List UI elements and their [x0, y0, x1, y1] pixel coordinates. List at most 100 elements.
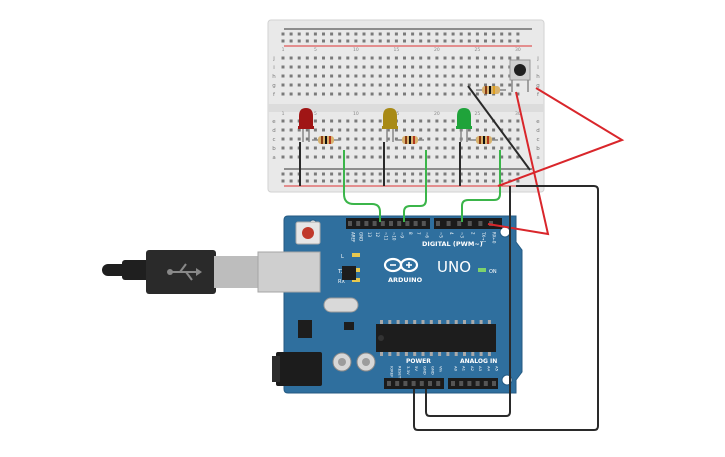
- breadboard-hole[interactable]: [313, 119, 317, 123]
- breadboard-hole[interactable]: [354, 179, 358, 183]
- breadboard-hole[interactable]: [508, 83, 512, 87]
- breadboard-hole[interactable]: [354, 172, 358, 176]
- breadboard-hole[interactable]: [435, 56, 439, 60]
- breadboard-hole[interactable]: [322, 56, 325, 60]
- breadboard-hole[interactable]: [313, 128, 317, 132]
- breadboard-hole[interactable]: [427, 83, 431, 87]
- breadboard-hole[interactable]: [492, 65, 496, 69]
- power-pin-slot[interactable]: [387, 381, 391, 386]
- breadboard-hole[interactable]: [411, 92, 415, 96]
- breadboard-hole[interactable]: [289, 172, 293, 176]
- breadboard-hole[interactable]: [419, 119, 423, 123]
- breadboard-hole[interactable]: [370, 172, 374, 176]
- breadboard-hole[interactable]: [419, 179, 423, 183]
- breadboard-hole[interactable]: [322, 92, 325, 96]
- breadboard-hole[interactable]: [322, 74, 325, 78]
- breadboard-hole[interactable]: [338, 146, 342, 150]
- breadboard-hole[interactable]: [362, 74, 366, 78]
- breadboard-hole[interactable]: [386, 39, 390, 43]
- breadboard-hole[interactable]: [435, 146, 439, 150]
- breadboard-hole[interactable]: [484, 74, 487, 78]
- breadboard-hole[interactable]: [370, 146, 374, 150]
- breadboard-hole[interactable]: [516, 119, 520, 123]
- breadboard-hole[interactable]: [370, 137, 374, 141]
- analog-pin-slot[interactable]: [451, 381, 455, 386]
- breadboard-hole[interactable]: [427, 155, 431, 159]
- breadboard-hole[interactable]: [313, 137, 317, 141]
- breadboard-hole[interactable]: [435, 128, 439, 132]
- breadboard-hole[interactable]: [411, 128, 415, 132]
- breadboard-hole[interactable]: [338, 74, 342, 78]
- breadboard-hole[interactable]: [305, 39, 309, 43]
- breadboard-hole[interactable]: [386, 137, 390, 141]
- breadboard-hole[interactable]: [467, 146, 471, 150]
- breadboard-hole[interactable]: [322, 65, 325, 69]
- breadboard-hole[interactable]: [475, 56, 479, 60]
- breadboard-hole[interactable]: [281, 119, 285, 123]
- breadboard-hole[interactable]: [427, 119, 431, 123]
- breadboard-hole[interactable]: [500, 65, 504, 69]
- breadboard-hole[interactable]: [419, 56, 423, 60]
- breadboard-hole[interactable]: [322, 39, 325, 43]
- breadboard-hole[interactable]: [346, 83, 350, 87]
- breadboard-hole[interactable]: [435, 119, 439, 123]
- breadboard-hole[interactable]: [386, 128, 390, 132]
- push-button[interactable]: [509, 59, 531, 92]
- breadboard-hole[interactable]: [338, 179, 342, 183]
- breadboard-hole[interactable]: [394, 155, 398, 159]
- breadboard-hole[interactable]: [516, 128, 520, 132]
- breadboard-hole[interactable]: [370, 56, 374, 60]
- breadboard-hole[interactable]: [370, 155, 374, 159]
- breadboard-hole[interactable]: [475, 39, 479, 43]
- breadboard-hole[interactable]: [330, 74, 334, 78]
- breadboard-hole[interactable]: [354, 137, 358, 141]
- breadboard-hole[interactable]: [305, 155, 309, 159]
- breadboard-hole[interactable]: [492, 39, 496, 43]
- breadboard-hole[interactable]: [427, 137, 431, 141]
- breadboard-hole[interactable]: [516, 137, 520, 141]
- breadboard-hole[interactable]: [362, 128, 366, 132]
- breadboard-hole[interactable]: [419, 74, 423, 78]
- breadboard-hole[interactable]: [475, 155, 479, 159]
- breadboard-hole[interactable]: [305, 172, 309, 176]
- breadboard-hole[interactable]: [403, 179, 406, 183]
- breadboard-hole[interactable]: [346, 92, 350, 96]
- breadboard-hole[interactable]: [313, 172, 317, 176]
- power-pin-slot[interactable]: [411, 381, 416, 386]
- breadboard-hole[interactable]: [459, 179, 463, 183]
- breadboard-hole[interactable]: [281, 128, 285, 132]
- digital-pin-slot[interactable]: [372, 221, 377, 226]
- breadboard-hole[interactable]: [475, 65, 479, 69]
- breadboard-hole[interactable]: [475, 179, 479, 183]
- breadboard-hole[interactable]: [354, 56, 358, 60]
- breadboard-hole[interactable]: [516, 146, 520, 150]
- breadboard-hole[interactable]: [281, 39, 285, 43]
- breadboard-hole[interactable]: [403, 128, 406, 132]
- digital-pin-slot[interactable]: [380, 221, 385, 226]
- breadboard-hole[interactable]: [516, 155, 520, 159]
- breadboard-hole[interactable]: [500, 172, 504, 176]
- breadboard-hole[interactable]: [297, 39, 301, 43]
- breadboard-hole[interactable]: [330, 179, 334, 183]
- breadboard-hole[interactable]: [362, 137, 366, 141]
- resistor-green-led[interactable]: [470, 136, 498, 144]
- power-pin-slot[interactable]: [403, 381, 408, 386]
- analog-pin-slot[interactable]: [475, 381, 480, 386]
- breadboard-hole[interactable]: [508, 56, 512, 60]
- breadboard-hole[interactable]: [370, 128, 374, 132]
- breadboard-hole[interactable]: [330, 56, 334, 60]
- breadboard-hole[interactable]: [362, 146, 366, 150]
- breadboard-hole[interactable]: [289, 179, 293, 183]
- breadboard-hole[interactable]: [467, 137, 471, 141]
- breadboard-hole[interactable]: [354, 155, 358, 159]
- breadboard-hole[interactable]: [386, 56, 390, 60]
- digital-pin-header[interactable]: [346, 218, 502, 229]
- breadboard-hole[interactable]: [500, 137, 504, 141]
- breadboard-hole[interactable]: [322, 146, 325, 150]
- breadboard-hole[interactable]: [322, 83, 325, 87]
- breadboard-hole[interactable]: [484, 65, 487, 69]
- breadboard-hole[interactable]: [346, 137, 350, 141]
- breadboard-hole[interactable]: [427, 32, 431, 36]
- breadboard-hole[interactable]: [346, 119, 350, 123]
- breadboard-hole[interactable]: [378, 137, 382, 141]
